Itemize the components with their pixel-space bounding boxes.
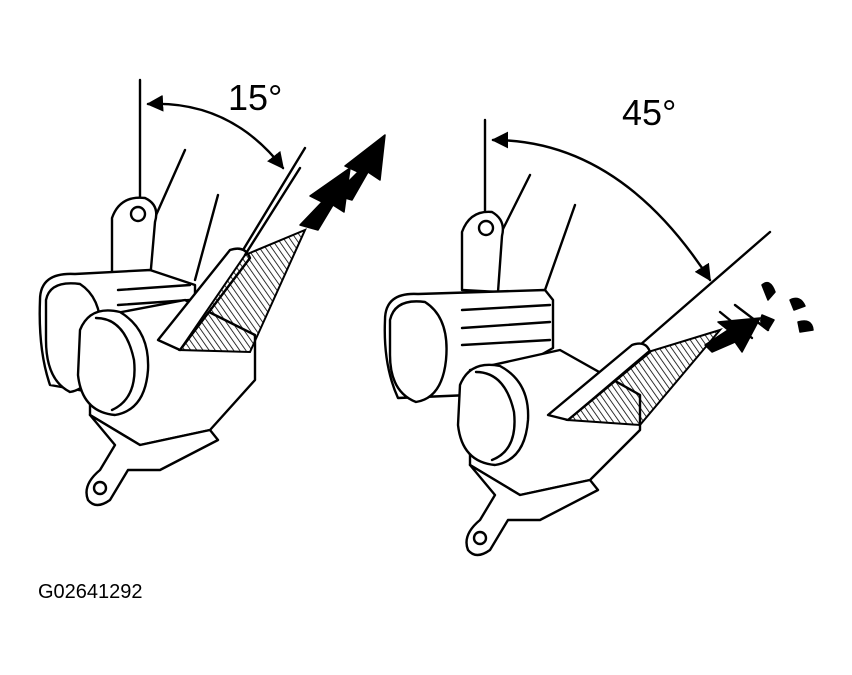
left-angle-label: 15° [228,77,282,118]
right-base-hole [472,530,488,546]
right-tab-hole [477,219,495,237]
right-lock-burst-mark [797,320,814,333]
right-belt-webbing [565,328,723,427]
left-base-hole [92,480,108,496]
right-tilt-reference-line [638,230,772,347]
right-lock-burst-mark [761,281,776,301]
right-angle-arc [491,131,712,282]
left-housing-edge [116,283,192,292]
right-stop-line [718,310,754,340]
left-angle-arc [146,94,285,170]
right-mounting-tab [460,210,505,294]
left-retractor-assembly: 15° [38,77,386,507]
left-webbing-edge [243,166,302,257]
left-mounting-tab [110,196,158,282]
left-mount-strut [193,193,220,282]
right-rear-spool-cap [388,300,448,404]
left-front-spool [76,309,150,417]
right-housing-edge [460,320,552,330]
right-base-plate [465,463,600,557]
left-tab-hole [129,205,147,223]
left-spool-rim [94,316,136,412]
right-mount-strut [543,203,577,292]
right-lock-burst-mark [760,314,775,331]
right-angle-label: 45° [622,92,676,133]
right-spool-rim [474,370,516,462]
left-pull-arrow-lower [299,167,351,231]
right-front-spool [456,363,530,467]
left-tilt-reference-line [238,146,307,257]
right-housing-edge [460,303,552,312]
right-housing-edge [460,338,552,347]
figure-code: G02641292 [38,581,143,603]
left-base-plate [85,413,220,507]
right-lock-burst-mark [789,297,806,311]
right-retractor-assembly: 45° [383,92,814,557]
right-pull-arrow [704,317,761,353]
left-belt-webbing [178,228,307,354]
